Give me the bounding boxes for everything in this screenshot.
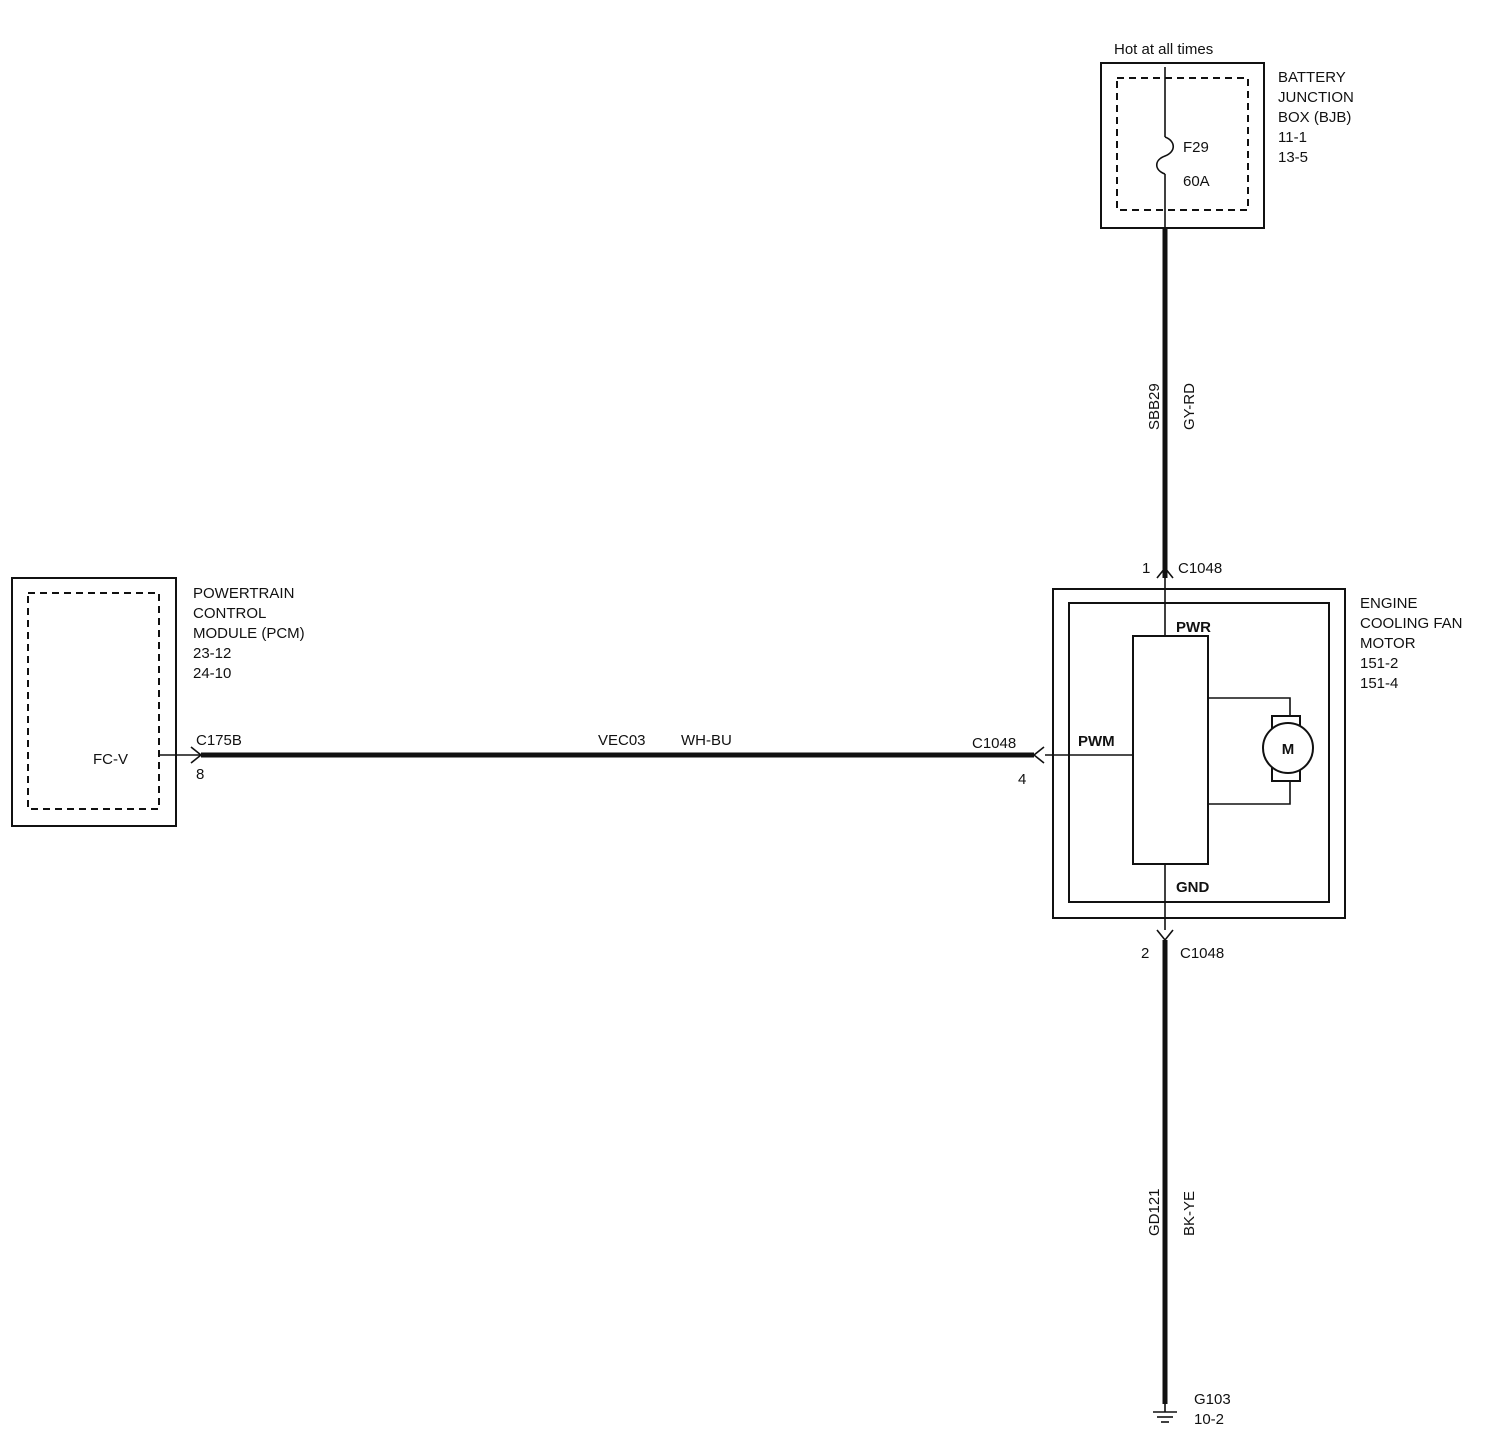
pwm-connector-label: C1048 <box>972 735 1016 752</box>
gnd-connector-label: C1048 <box>1180 945 1224 962</box>
pwr-pin-label: PWR <box>1176 619 1211 636</box>
motor-upper-lead <box>1208 697 1291 716</box>
signal-color-label: WH-BU <box>681 732 732 749</box>
fan-motor-name-line-2: COOLING FAN <box>1360 615 1463 632</box>
pcm-name-line-3: MODULE (PCM) <box>193 625 305 642</box>
pcm-pin-label: FC-V <box>93 751 128 768</box>
pcm-internal-dash <box>27 592 160 810</box>
ground-id: G103 <box>1194 1391 1231 1408</box>
connector-c1048-pin1-symbol <box>1156 566 1174 579</box>
fan-motor-inner-outline <box>1068 602 1330 903</box>
pcm-ref-1: 23-12 <box>193 645 231 662</box>
pcm-label: POWERTRAIN CONTROL MODULE (PCM) 23-12 24… <box>193 585 305 682</box>
pwm-pin-label: PWM <box>1078 733 1115 750</box>
fuse-rating: 60A <box>1183 173 1210 190</box>
gnd-pin-label: GND <box>1176 879 1210 896</box>
power-color-label: GY-RD <box>1181 383 1198 430</box>
bjb-ref-2: 13-5 <box>1278 149 1308 166</box>
fan-motor-label: ENGINE COOLING FAN MOTOR 151-2 151-4 <box>1360 595 1463 692</box>
fan-motor-ref-2: 151-4 <box>1360 675 1398 692</box>
connector-c1048-pin2-symbol <box>1156 929 1174 942</box>
signal-circuit-label: VEC03 <box>598 732 646 749</box>
bjb-supply-note: Hot at all times <box>1114 41 1213 58</box>
bjb-ref-1: 11-1 <box>1278 129 1307 146</box>
fuse-f29 <box>1155 67 1175 228</box>
fan-controller-block <box>1132 635 1209 865</box>
pwr-pin-number: 1 <box>1142 560 1150 577</box>
bjb-name-line-1: BATTERY <box>1278 69 1346 86</box>
bjb-internal-dash <box>1116 77 1249 211</box>
pwm-pin-number: 4 <box>1018 771 1026 788</box>
pcm-ref-2: 24-10 <box>193 665 231 682</box>
bjb-label: BATTERY JUNCTION BOX (BJB) 11-1 13-5 <box>1278 69 1354 166</box>
fan-motor-name-line-1: ENGINE <box>1360 595 1418 612</box>
ground-symbol-icon <box>1153 1404 1177 1423</box>
ground-ref: 10-2 <box>1194 1411 1224 1428</box>
connector-c1048-pin4-symbol <box>1032 746 1045 764</box>
fuse-id: F29 <box>1183 139 1209 156</box>
bjb-name-line-3: BOX (BJB) <box>1278 109 1351 126</box>
bjb-outline <box>1100 62 1265 229</box>
motor-symbol-letter: M <box>1282 741 1295 758</box>
bjb-name-line-2: JUNCTION <box>1278 89 1354 106</box>
motor-symbol-icon <box>1262 722 1314 774</box>
gnd-pin-number: 2 <box>1141 945 1149 962</box>
ground-circuit-label: GD121 <box>1146 1188 1163 1236</box>
pwr-connector-label: C1048 <box>1178 560 1222 577</box>
fan-motor-outer-outline <box>1052 588 1346 919</box>
pcm-pin-number: 8 <box>196 766 204 783</box>
fan-motor-name-line-3: MOTOR <box>1360 635 1416 652</box>
motor-lower-lead <box>1208 781 1291 805</box>
pcm-connector-label: C175B <box>196 732 242 749</box>
pcm-name-line-1: POWERTRAIN <box>193 585 294 602</box>
pcm-outline <box>11 577 177 827</box>
power-circuit-label: SBB29 <box>1146 383 1163 430</box>
fan-motor-ref-1: 151-2 <box>1360 655 1398 672</box>
pcm-name-line-2: CONTROL <box>193 605 266 622</box>
ground-color-label: BK-YE <box>1181 1191 1198 1236</box>
